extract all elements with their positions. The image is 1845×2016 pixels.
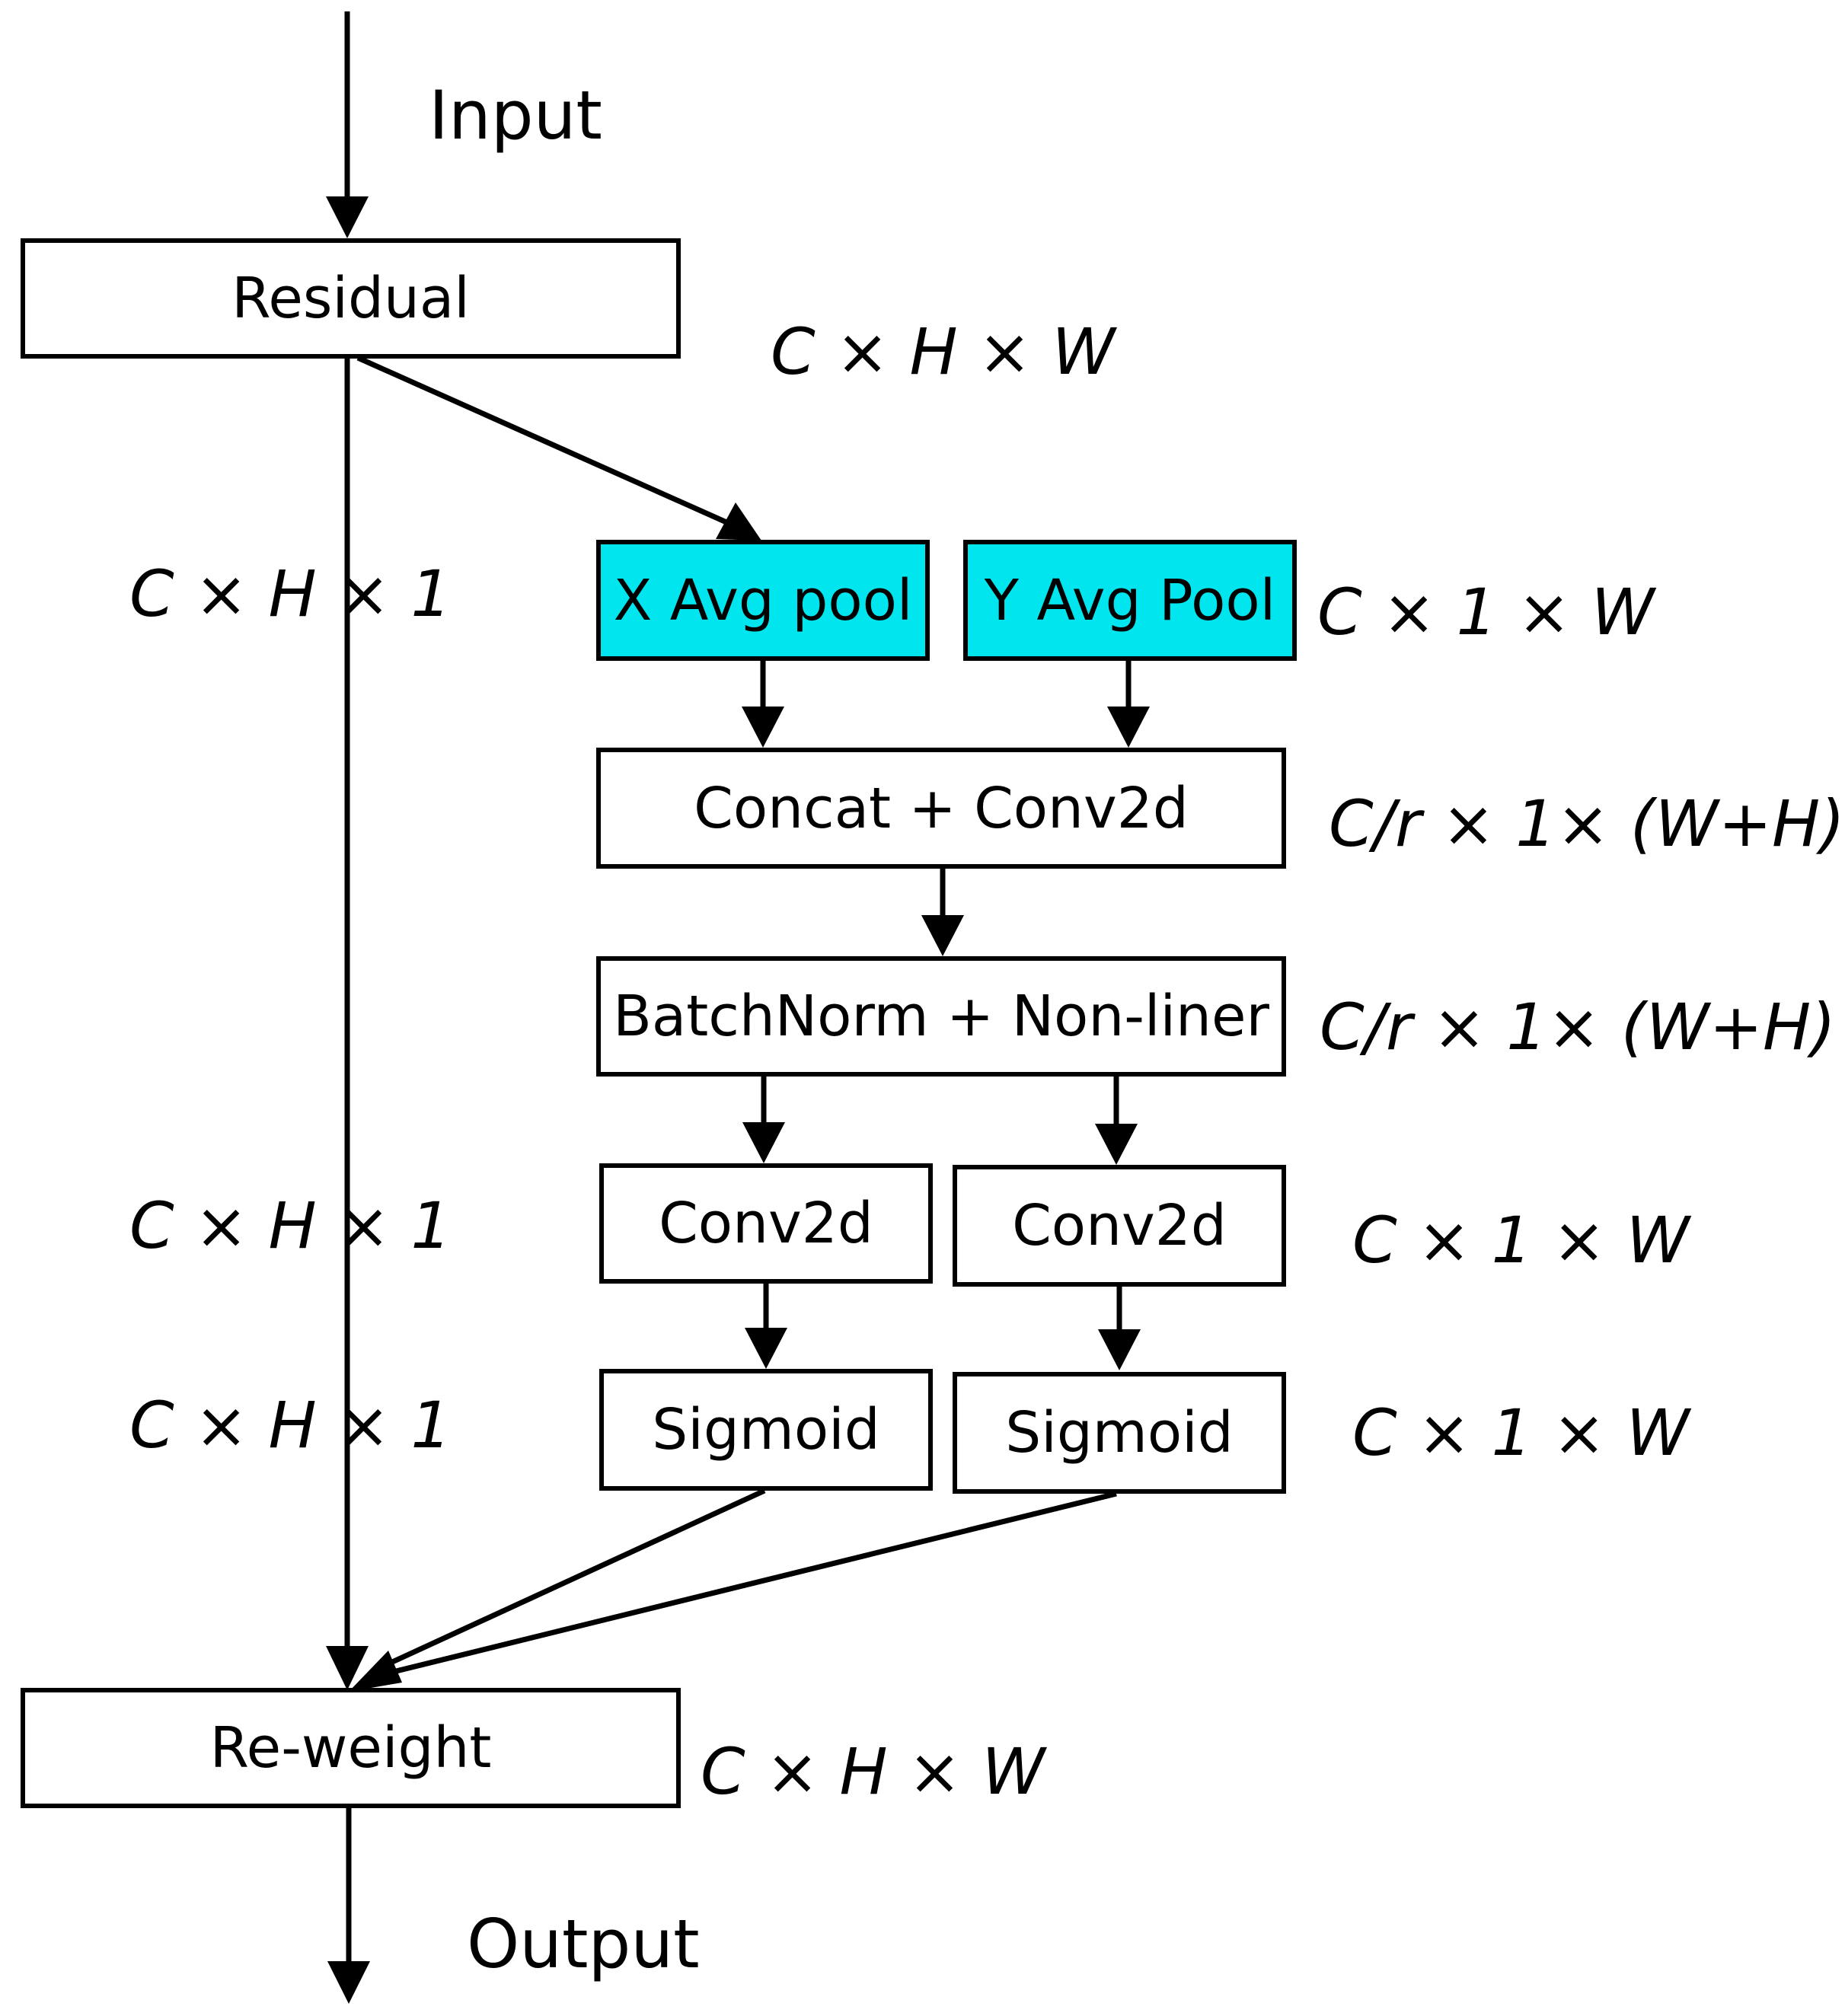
arrow-layer <box>326 11 1150 2004</box>
conv-left-block: Conv2d <box>599 1163 933 1284</box>
coordinate-attention-diagram: Input Output Residual X Avg pool Y Avg P… <box>21 11 1845 2004</box>
arrowhead-reweight-join <box>349 1651 402 1692</box>
sigmoid-right-block: Sigmoid <box>953 1372 1286 1494</box>
concat-conv-block: Concat + Conv2d <box>596 748 1286 869</box>
arrowhead-concat-to-batchnorm <box>921 915 964 956</box>
dim-pool-right: C × 1 × W <box>1317 575 1655 649</box>
arrowhead-batchnorm-to-conv-left <box>742 1122 785 1163</box>
sigmoid-left-block: Sigmoid <box>599 1369 933 1491</box>
arrow-sigmoid-left-to-reweight <box>379 1488 766 1670</box>
dim-concat: C/r × 1× (W+H) <box>1329 786 1845 861</box>
dim-left-3: C × H × 1 <box>129 1388 452 1463</box>
arrow-sigmoid-right-to-reweight <box>380 1491 1117 1678</box>
arrowhead-batchnorm-to-conv-right <box>1095 1124 1138 1165</box>
arrowhead-input <box>326 196 369 238</box>
arrowhead-ypool-to-concat <box>1107 707 1150 748</box>
dim-reweight: C × H × W <box>701 1734 1045 1809</box>
dim-left-1: C × H × 1 <box>129 557 452 631</box>
arrowhead-output <box>327 1961 370 2004</box>
dim-conv-right: C × 1 × W <box>1352 1203 1690 1278</box>
arrowhead-conv-left-to-sigmoid <box>745 1328 787 1369</box>
reweight-block: Re-weight <box>21 1688 681 1808</box>
batchnorm-block: BatchNorm + Non-liner <box>596 956 1286 1077</box>
input-label: Input <box>429 76 602 155</box>
x-avg-pool-block: X Avg pool <box>596 540 930 661</box>
dim-batchnorm: C/r × 1× (W+H) <box>1320 990 1836 1064</box>
arrowhead-conv-right-to-sigmoid <box>1098 1329 1141 1370</box>
arrow-residual-to-pool <box>356 355 735 528</box>
dim-sigmoid-right: C × 1 × W <box>1352 1396 1690 1470</box>
arrowhead-residual-to-reweight <box>326 1646 369 1690</box>
y-avg-pool-block: Y Avg Pool <box>963 540 1297 661</box>
arrowhead-xpool-to-concat <box>742 707 784 748</box>
dim-left-2: C × H × 1 <box>129 1188 452 1263</box>
residual-block: Residual <box>21 238 681 359</box>
dim-residual-out: C × H × W <box>771 314 1116 389</box>
output-label: Output <box>467 1905 700 1983</box>
conv-right-block: Conv2d <box>953 1165 1286 1287</box>
arrowhead-residual-to-pool <box>716 502 761 541</box>
